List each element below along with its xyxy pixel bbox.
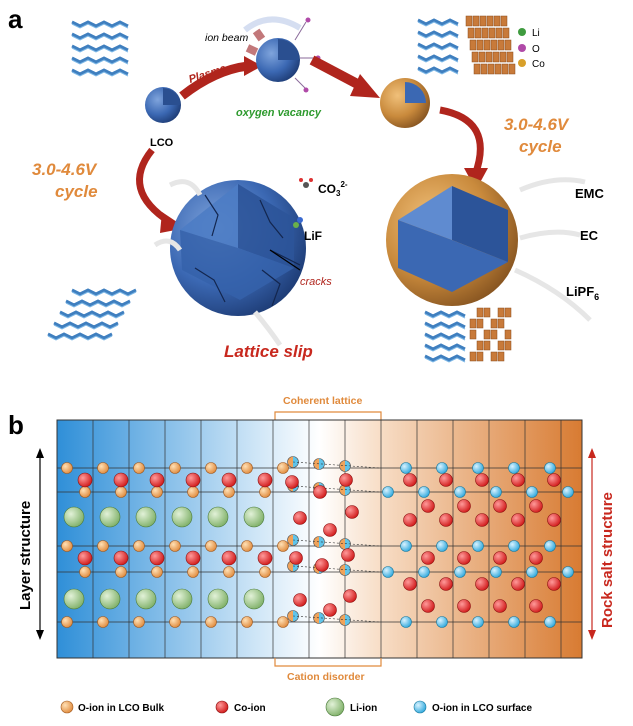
left-cycle-word: cycle [55, 182, 98, 201]
lif-label: LiF [304, 229, 322, 243]
coated-cycled-particle-icon [386, 174, 518, 306]
slipped-lattice-icon [47, 288, 137, 341]
left-cycle-voltage: 3.0-4.6V [32, 160, 98, 179]
coherent-lattice-label: Coherent lattice [283, 395, 363, 407]
atoms [61, 456, 574, 628]
emc-label: EMC [575, 186, 605, 201]
legend-o-bulk-dot [60, 700, 74, 714]
ion-beam-label: ion beam [205, 32, 248, 44]
legend-li-label: Li [532, 28, 540, 39]
right-cycle-word: cycle [519, 137, 562, 156]
plasma-arrowhead [244, 56, 262, 76]
cation-disorder-label: Cation disorder [287, 671, 365, 683]
rocksalt-surface-lattice-icon [417, 15, 516, 75]
electrolyte-streaks [153, 177, 592, 347]
cracked-particle-icon [170, 180, 306, 316]
element-legend: Li O Co [518, 28, 545, 70]
right-cycle-arrow [439, 106, 484, 177]
lco-label: LCO [150, 137, 174, 149]
ec-label: EC [580, 228, 599, 243]
lco-particle-icon [145, 87, 181, 123]
legend-li-dot [518, 28, 526, 36]
surface-lattice-icon [424, 307, 512, 363]
legend-co-label: Co [532, 59, 545, 70]
coating-arrowhead [350, 74, 380, 98]
legend-o-surface-label: O-ion in LCO surface [432, 703, 532, 714]
rock-salt-structure-label: Rock salt structure [599, 492, 616, 628]
panel-a-label: a [8, 4, 23, 34]
cracks-pointer [269, 249, 301, 271]
right-cycle-voltage: 3.0-4.6V [504, 115, 570, 134]
legend-o-dot [518, 44, 526, 52]
co3-molecule-icon [299, 178, 313, 188]
lipf6-label: LiPF6 [566, 284, 599, 302]
panel-b-label: b [8, 410, 24, 440]
oxygen-vacancy-label: oxygen vacancy [236, 107, 322, 119]
coated-particle-icon [380, 78, 430, 128]
legend-li-ion-dot [325, 697, 345, 717]
legend-co-dot [518, 59, 526, 67]
lattice-slip-label: Lattice slip [224, 342, 313, 361]
legend-o-bulk-label: O-ion in LCO Bulk [78, 703, 165, 714]
legend-co-ion-dot [215, 700, 229, 714]
cation-disorder-bracket [274, 658, 382, 667]
left-cycle-arrow [136, 147, 172, 225]
layered-lattice-icon [71, 20, 129, 77]
cracks-label: cracks [300, 276, 332, 288]
co3-label: CO32- [318, 180, 348, 198]
legend-o-label: O [532, 44, 540, 55]
coherent-lattice-bracket [274, 411, 382, 420]
lif-molecule-icon [293, 217, 303, 228]
atom-legend: O-ion in LCO Bulk Co-ion Li-ion O-ion in… [60, 697, 532, 717]
plasma-particle-icon [243, 16, 321, 93]
legend-o-surface-dot [413, 700, 427, 714]
plasma-arrow [179, 61, 249, 100]
legend-co-ion-label: Co-ion [234, 703, 266, 714]
layer-structure-label: Layer structure [17, 501, 34, 610]
legend-li-ion-label: Li-ion [350, 703, 377, 714]
